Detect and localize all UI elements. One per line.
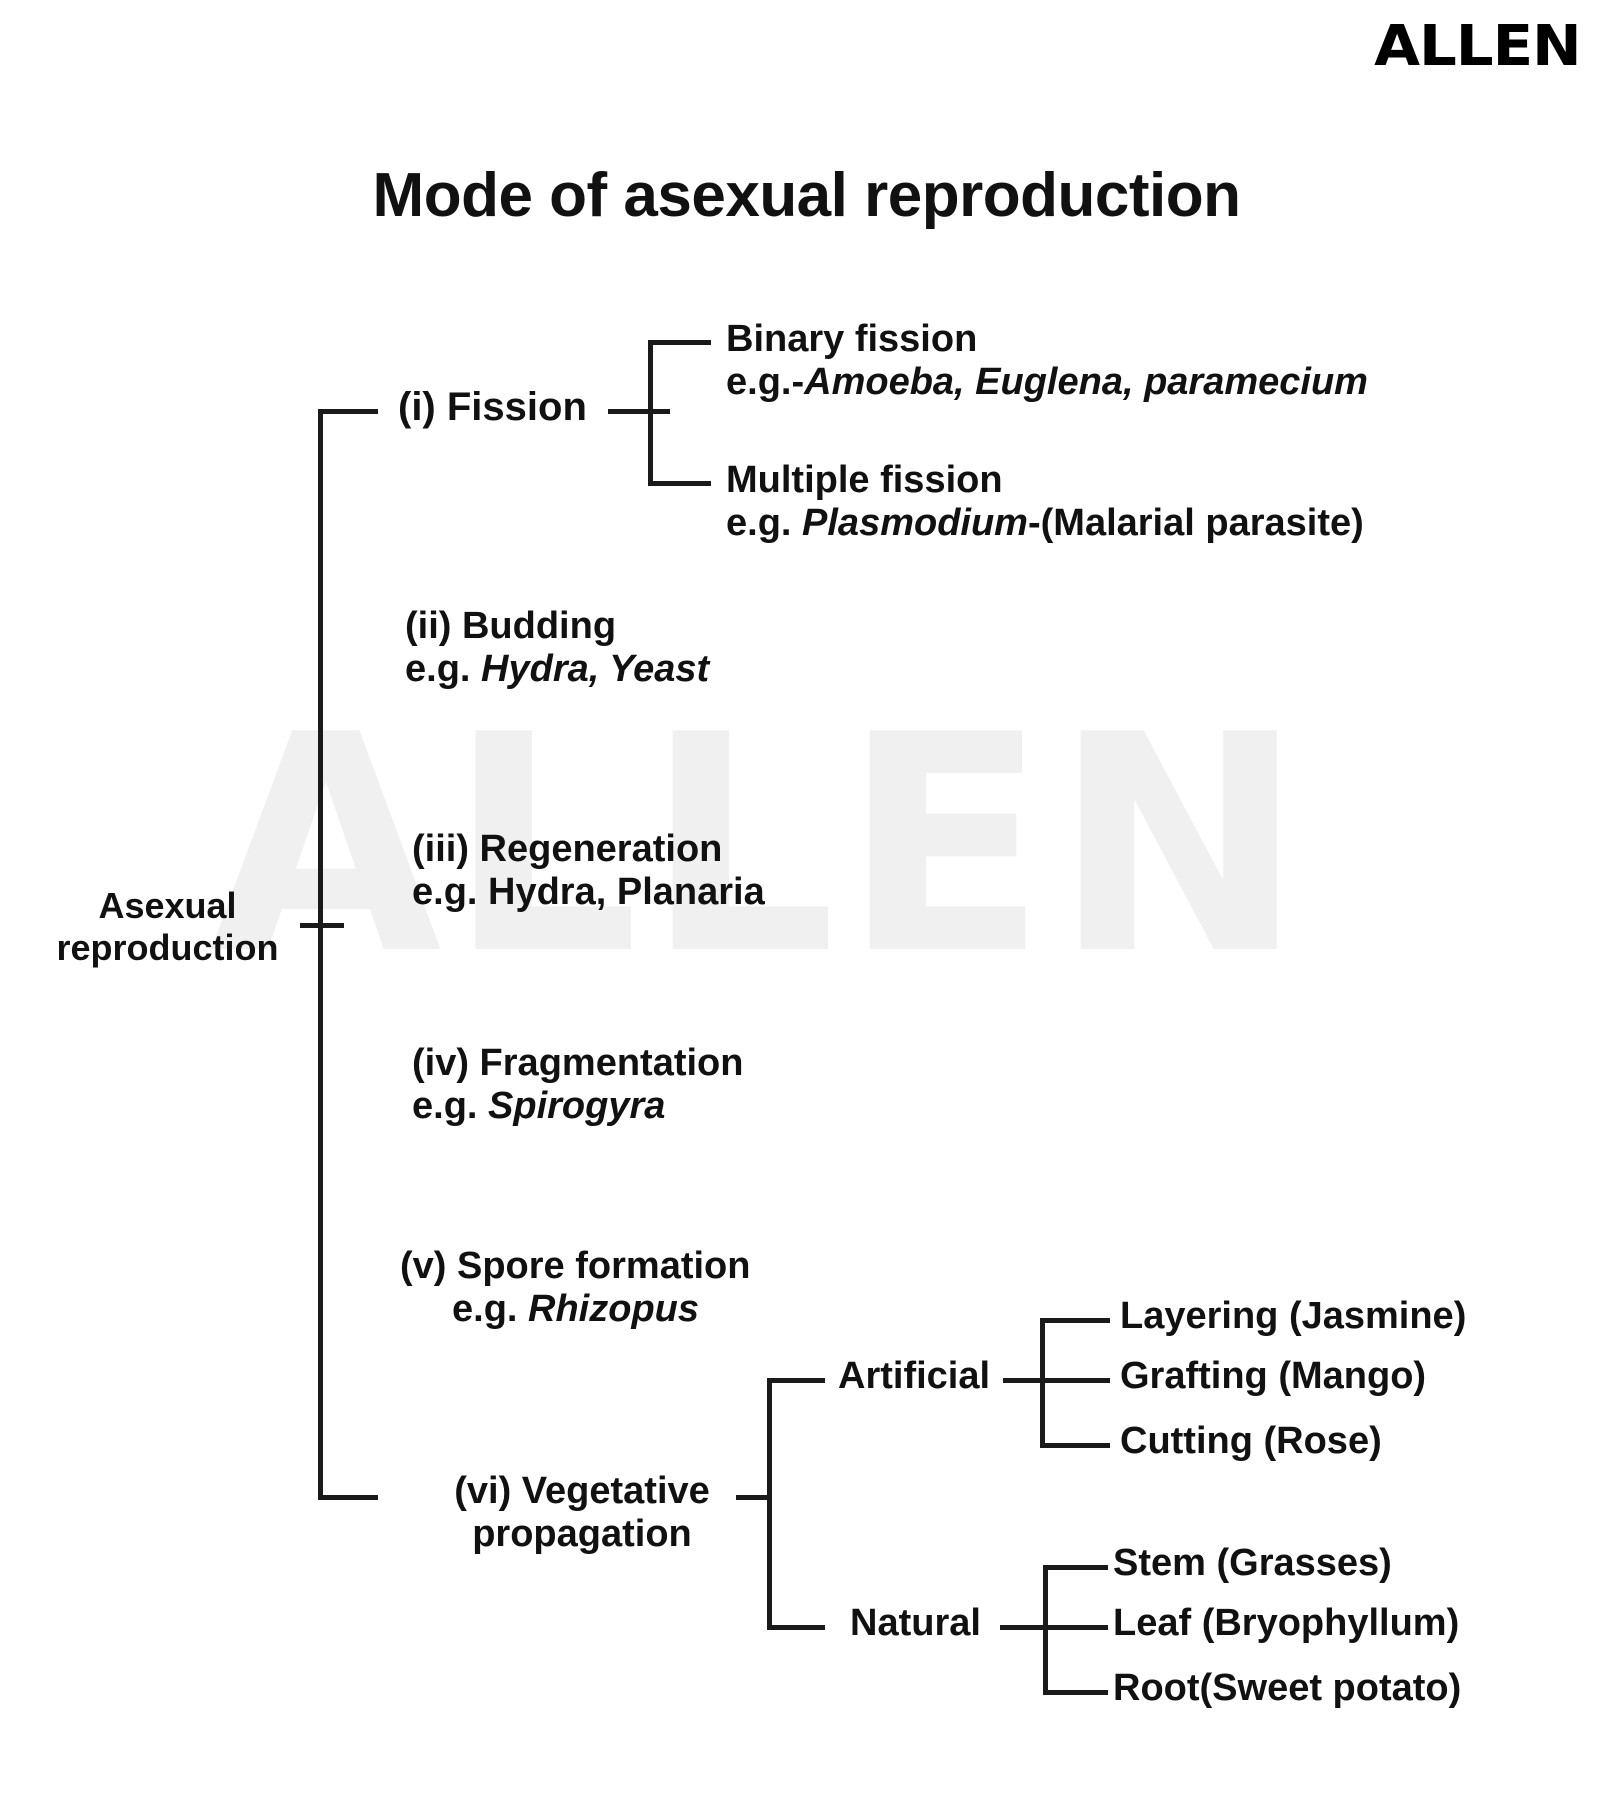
- branch-fission-label: (i) Fission: [398, 385, 587, 429]
- regeneration-example: e.g. Hydra, Planaria: [412, 870, 765, 913]
- main-spine: [318, 409, 323, 1500]
- binary-fission-name: Binary fission: [726, 318, 978, 360]
- multiple-fission-example: e.g. Plasmodium-(Malarial parasite): [726, 501, 1364, 544]
- artificial-arm-3: [1040, 1443, 1110, 1448]
- vegetative-bracket-spine: [767, 1378, 772, 1630]
- leaf-regeneration: (iii) Regeneration e.g. Hydra, Planaria: [412, 828, 765, 913]
- budding-label: (ii) Budding: [405, 605, 617, 647]
- spore-formation-label: (v) Spore formation: [400, 1245, 751, 1287]
- fission-connector: [608, 409, 670, 414]
- natural-arm-2: [1043, 1625, 1108, 1630]
- leaf-artificial-item-2: Grafting (Mango): [1120, 1355, 1427, 1397]
- allen-logo: ALLEN: [1374, 14, 1582, 79]
- leaf-artificial-item-1: Layering (Jasmine): [1120, 1295, 1467, 1337]
- natural-bracket-spine: [1043, 1565, 1048, 1695]
- artificial-connector: [1003, 1378, 1043, 1383]
- leaf-natural-item-1: Stem (Grasses): [1113, 1542, 1392, 1584]
- spine-arm-fission: [318, 409, 378, 414]
- leaf-multiple-fission: Multiple fission e.g. Plasmodium-(Malari…: [726, 459, 1364, 544]
- fission-bracket-spine: [648, 340, 653, 486]
- leaf-binary-fission: Binary fission e.g.-Amoeba, Euglena, par…: [726, 318, 1368, 403]
- leaf-artificial-item-3: Cutting (Rose): [1120, 1420, 1382, 1462]
- page-title: Mode of asexual reproduction: [372, 161, 1241, 230]
- group-artificial-label: Artificial: [838, 1355, 991, 1397]
- natural-arm-1: [1043, 1565, 1108, 1570]
- budding-example: e.g. Hydra, Yeast: [405, 647, 710, 690]
- root-label-line1: Asexual: [98, 885, 237, 926]
- artificial-arm-1: [1040, 1318, 1110, 1323]
- fission-bracket-arm-binary: [648, 340, 711, 345]
- leaf-natural-item-3: Root(Sweet potato): [1113, 1667, 1462, 1709]
- artificial-arm-2: [1040, 1378, 1110, 1383]
- vegetative-connector: [736, 1495, 772, 1500]
- leaf-fragmentation: (iv) Fragmentation e.g. Spirogyra: [412, 1042, 743, 1127]
- fragmentation-example: e.g. Spirogyra: [412, 1084, 666, 1127]
- leaf-spore-formation: (v) Spore formation e.g. Rhizopus: [400, 1245, 750, 1330]
- group-natural-label: Natural: [850, 1602, 981, 1644]
- allen-watermark: ALLEN: [209, 670, 1311, 1020]
- vegetative-label-line2: propagation: [472, 1512, 692, 1555]
- natural-arm-3: [1043, 1690, 1108, 1695]
- vegetative-label-line1: (vi) Vegetative: [454, 1470, 710, 1512]
- spine-arm-vegetative: [318, 1495, 378, 1500]
- fragmentation-label: (iv) Fragmentation: [412, 1042, 744, 1084]
- natural-connector: [1000, 1625, 1046, 1630]
- leaf-natural-item-2: Leaf (Bryophyllum): [1113, 1602, 1460, 1644]
- root-label: Asexual reproduction: [35, 885, 300, 970]
- vegetative-bracket-arm-artificial: [767, 1378, 825, 1383]
- binary-fission-example: e.g.-Amoeba, Euglena, paramecium: [726, 360, 1368, 403]
- artificial-bracket-spine: [1040, 1318, 1045, 1448]
- branch-vegetative-label: (vi) Vegetative propagation: [432, 1470, 732, 1555]
- vegetative-bracket-arm-natural: [767, 1625, 825, 1630]
- multiple-fission-name: Multiple fission: [726, 459, 1003, 501]
- spore-formation-example: e.g. Rhizopus: [452, 1287, 700, 1330]
- leaf-budding: (ii) Budding e.g. Hydra, Yeast: [405, 605, 709, 690]
- regeneration-label: (iii) Regeneration: [412, 828, 723, 870]
- fission-bracket-arm-multiple: [648, 481, 711, 486]
- root-label-line2: reproduction: [56, 927, 279, 969]
